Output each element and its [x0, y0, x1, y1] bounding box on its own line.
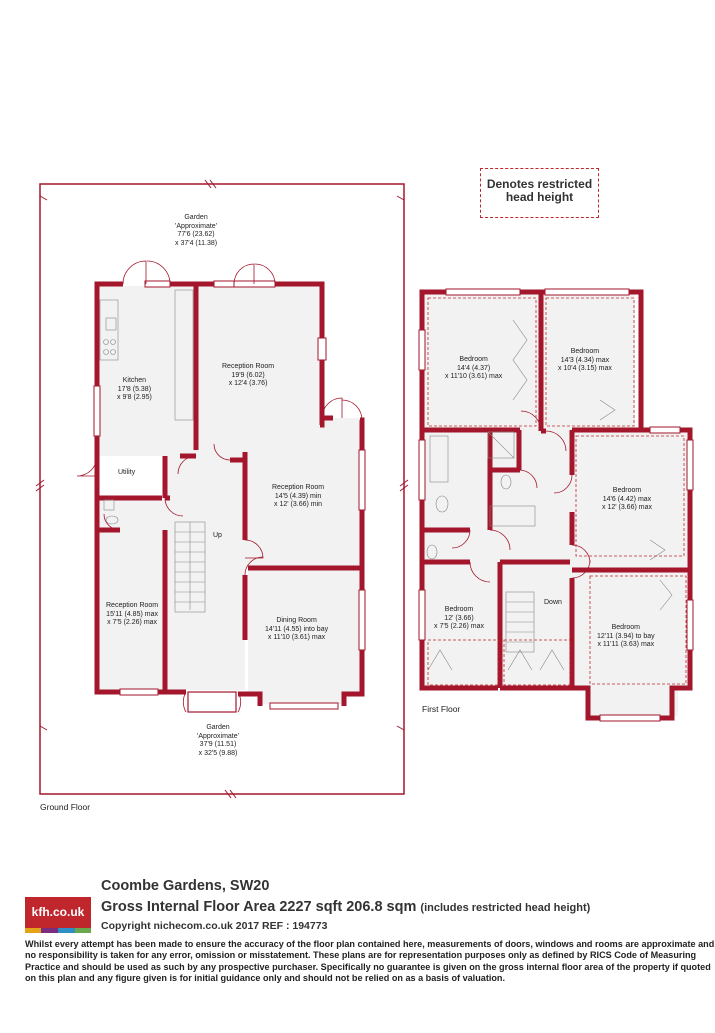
copyright: Copyright nichecom.co.uk 2017 REF : 1947…: [101, 920, 328, 932]
utility-label: Utility: [118, 469, 136, 476]
first-floor-label: First Floor: [422, 704, 461, 714]
ground-floor-label: Ground Floor: [40, 802, 91, 812]
garden-boundary: [39, 183, 405, 795]
gross-internal-area: Gross Internal Floor Area 2227 sqft 206.…: [101, 899, 591, 915]
legend-restricted-head-height: Denotes restricted head height: [480, 168, 599, 218]
kfh-logo: kfh.co.uk: [25, 897, 91, 933]
legend-line-2: head height: [505, 190, 574, 204]
up-label: Up: [213, 532, 222, 539]
garden-top-label: Garden'Approximate'77'6 (23.62)x 37'4 (1…: [175, 214, 218, 247]
down-label: Down: [544, 599, 562, 606]
legend-line-1: Denotes restricted: [486, 177, 593, 191]
garden-bottom-label: Garden'Approximate'37'9 (11.51)x 32'5 (9…: [197, 724, 239, 757]
disclaimer: Whilst every attempt has been made to en…: [25, 939, 715, 984]
property-address: Coombe Gardens, SW20: [101, 878, 270, 894]
